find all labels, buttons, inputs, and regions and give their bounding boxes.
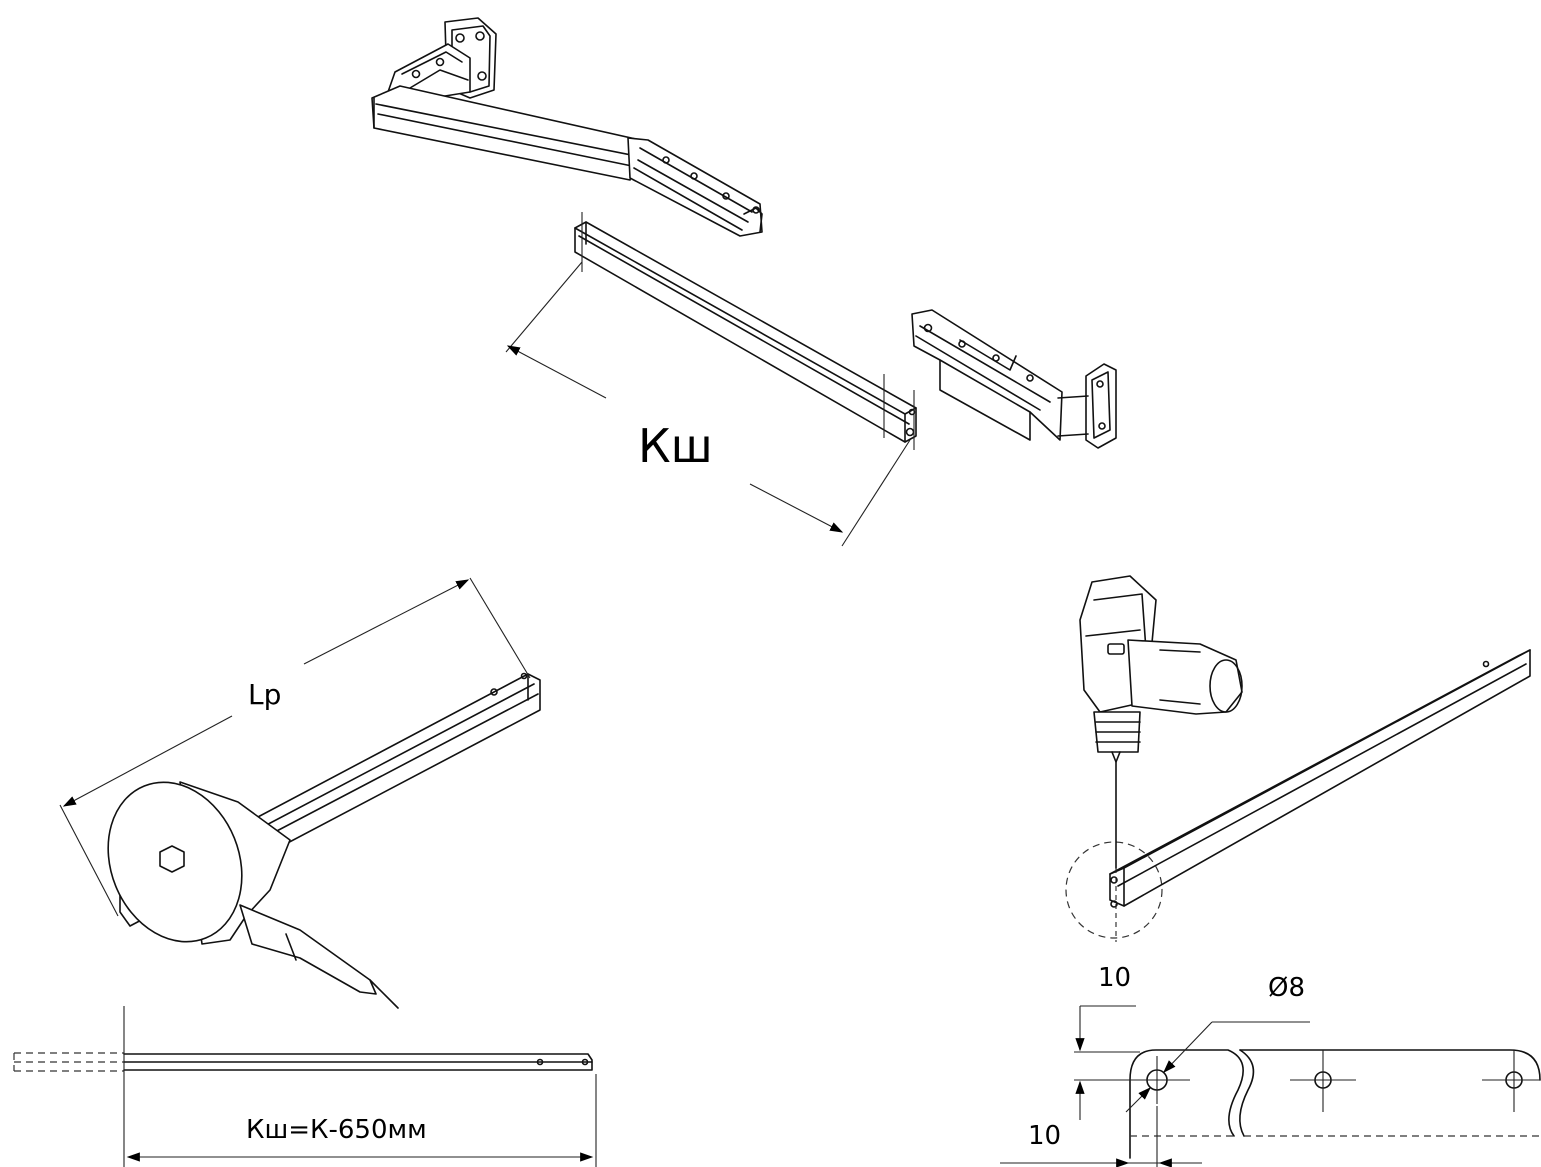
drilled-rail	[1065, 649, 1531, 939]
hole-offset-top-label: 10	[1098, 963, 1131, 993]
rail-length-dimension	[505, 212, 915, 547]
rail-elevation	[13, 1006, 597, 1167]
rail-top	[574, 221, 917, 443]
hole-diameter-label: Ø8	[1268, 973, 1305, 1003]
left-wall-bracket	[371, 17, 763, 237]
hole-detail	[1000, 1005, 1541, 1167]
drill-icon	[1079, 575, 1243, 942]
right-wall-bracket	[911, 309, 1117, 449]
rail-length-label: Кш	[638, 419, 713, 473]
circular-saw-icon	[107, 781, 399, 1009]
rail-formula-label: Кш=К-650мм	[246, 1115, 427, 1145]
arm-length-dimension	[59, 577, 531, 917]
arm-length-label: Lp	[248, 678, 281, 711]
hole-offset-side-label: 10	[1028, 1121, 1061, 1151]
